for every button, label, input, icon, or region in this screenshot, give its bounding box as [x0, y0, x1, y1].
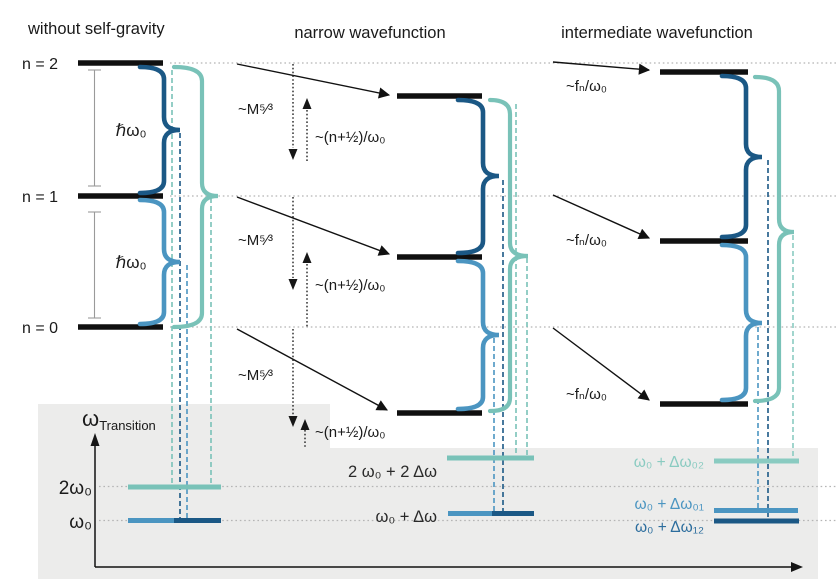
shift-label-n1: ~(n+½)/ω₀ — [315, 277, 385, 294]
fn-scaling-label-n1: ~fₙ/ω₀ — [566, 232, 607, 249]
shift-arrow-right-n2 — [552, 61, 651, 75]
brace-left-n2-n1 — [137, 64, 181, 196]
arrowhead-up-icon — [302, 98, 312, 109]
column-header-left: without self-gravity — [27, 20, 165, 38]
axis-label-omega-transition: ωTransition — [82, 406, 156, 433]
shift-arrow-middle-n2 — [236, 63, 391, 99]
brace-middle-n2-n0 — [487, 97, 529, 414]
spacing-label-21: ℏω₀ — [115, 121, 146, 140]
mass-scaling-label-n0: ~M⁵⁄³ — [238, 367, 273, 384]
label-middle-omega-shifted: ω₀ + Δω — [375, 508, 437, 526]
shift-arrow-middle-n1 — [236, 196, 391, 256]
shift-label-n2: ~(n+½)/ω₀ — [315, 129, 385, 146]
level-label-n2: n = 2 — [22, 56, 58, 73]
label-right-omega-02: ω₀ + Δω₀₂ — [634, 454, 704, 471]
column-header-right: intermediate wavefunction — [561, 24, 753, 42]
level-label-n0: n = 0 — [22, 320, 58, 337]
arrowhead-down-icon — [288, 149, 298, 160]
brace-middle-n2-n1 — [455, 97, 500, 256]
transition-frequency-panel — [38, 404, 818, 579]
arrowhead-up-icon — [300, 419, 310, 430]
brace-middle-n1-n0 — [455, 258, 500, 412]
level-label-n1: n = 1 — [22, 189, 58, 206]
tick-label-2omega0: 2ω₀ — [59, 478, 92, 499]
mass-scaling-label-n2: ~M⁵⁄³ — [238, 101, 273, 118]
mass-scaling-label-n1: ~M⁵⁄³ — [238, 232, 273, 249]
brace-right-n2-n1 — [719, 73, 763, 240]
fn-scaling-label-n2: ~fₙ/ω₀ — [566, 78, 607, 95]
brace-left-n2-n0 — [171, 64, 219, 330]
column-header-middle: narrow wavefunction — [294, 24, 445, 42]
brace-right-n2-n0 — [752, 74, 795, 404]
shift-arrow-middle-n0 — [236, 328, 388, 411]
label-middle-2omega-shifted: 2 ω₀ + 2 Δω — [348, 463, 437, 481]
shift-label-n0: ~(n+½)/ω₀ — [315, 424, 385, 441]
label-right-omega-12: ω₀ + Δω₁₂ — [635, 519, 704, 536]
y-axis-arrowhead-icon — [90, 433, 100, 446]
fn-scaling-label-n0: ~fₙ/ω₀ — [566, 386, 607, 403]
brace-right-n1-n0 — [719, 242, 763, 403]
arrowhead-up-icon — [302, 252, 312, 263]
spacing-label-10: ℏω₀ — [115, 253, 146, 272]
shift-arrow-right-n1 — [552, 194, 651, 239]
label-right-omega-01: ω₀ + Δω₀₁ — [635, 496, 704, 513]
arrowhead-down-icon — [288, 279, 298, 290]
tick-label-omega0: ω₀ — [69, 512, 92, 533]
brace-left-n1-n0 — [137, 197, 181, 327]
shift-arrow-right-n0 — [552, 327, 650, 401]
x-axis-arrowhead-icon — [791, 562, 803, 572]
arrowhead-down-icon — [288, 416, 298, 427]
